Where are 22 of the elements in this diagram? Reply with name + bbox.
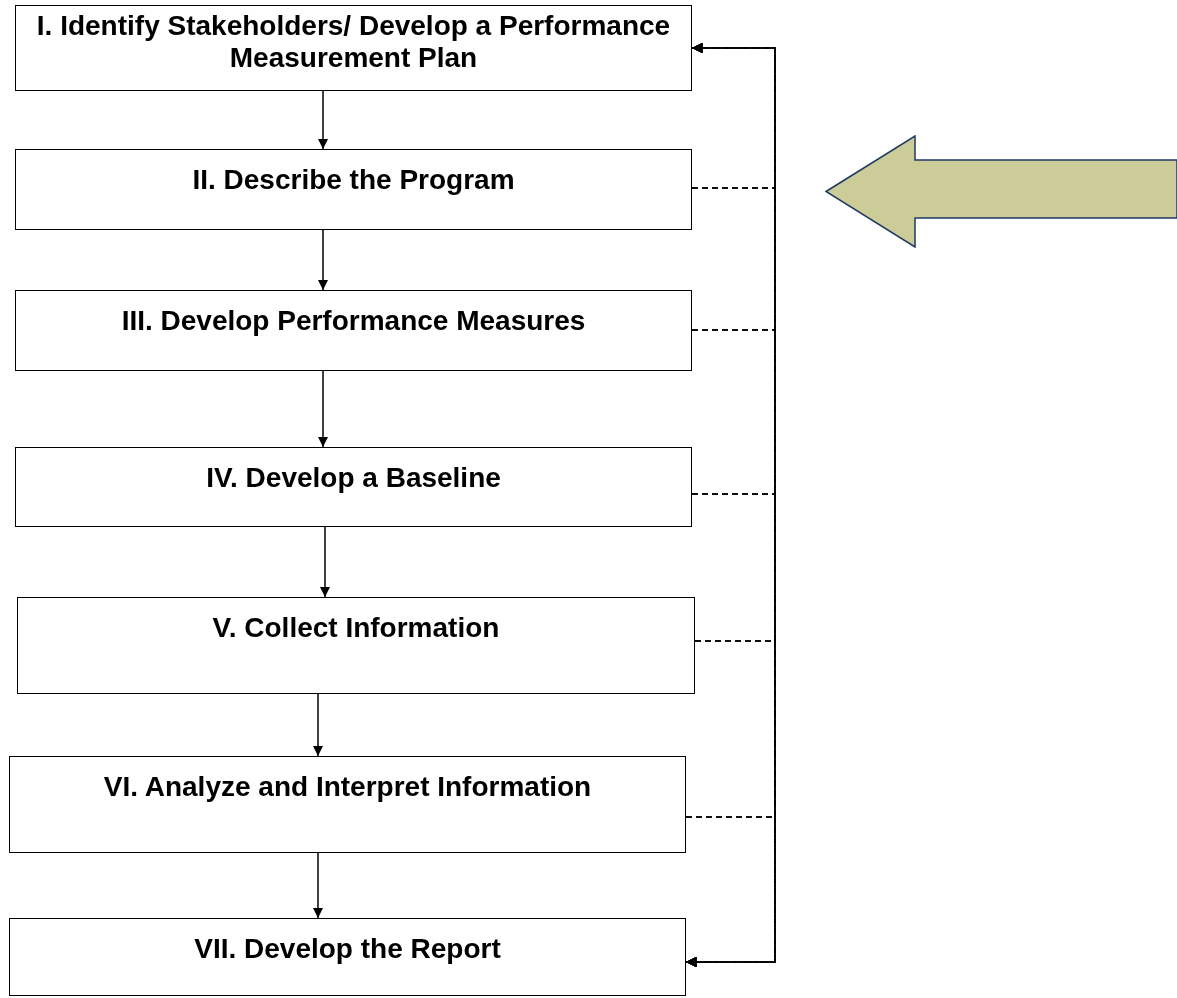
arrow bbox=[312, 693, 324, 757]
process-box bbox=[15, 149, 692, 230]
process-box bbox=[15, 290, 692, 371]
step-title: VI. Analyze and Interpret Information bbox=[102, 771, 593, 804]
process-box bbox=[9, 918, 686, 996]
process-box bbox=[15, 5, 692, 91]
arrow bbox=[319, 526, 331, 598]
arrow bbox=[317, 229, 329, 291]
step-title: IV. Develop a Baseline bbox=[205, 462, 502, 495]
process-box bbox=[17, 597, 695, 694]
feedback-arrow bbox=[685, 816, 776, 968]
step-title: II. Describe the Program bbox=[191, 164, 516, 197]
step-title: V. Collect Information bbox=[211, 612, 501, 645]
process-box bbox=[9, 756, 686, 853]
process-box bbox=[15, 447, 692, 527]
step-title: I. Identify Stakeholders/ Develop a Performance Measurement Plan bbox=[35, 10, 672, 75]
arrow bbox=[312, 852, 324, 919]
block-arrow bbox=[825, 135, 1177, 248]
step-title: III. Develop Performance Measures bbox=[120, 305, 587, 338]
step-title: VII. Develop the Report bbox=[193, 933, 502, 966]
arrow bbox=[317, 90, 329, 150]
arrow bbox=[317, 370, 329, 448]
